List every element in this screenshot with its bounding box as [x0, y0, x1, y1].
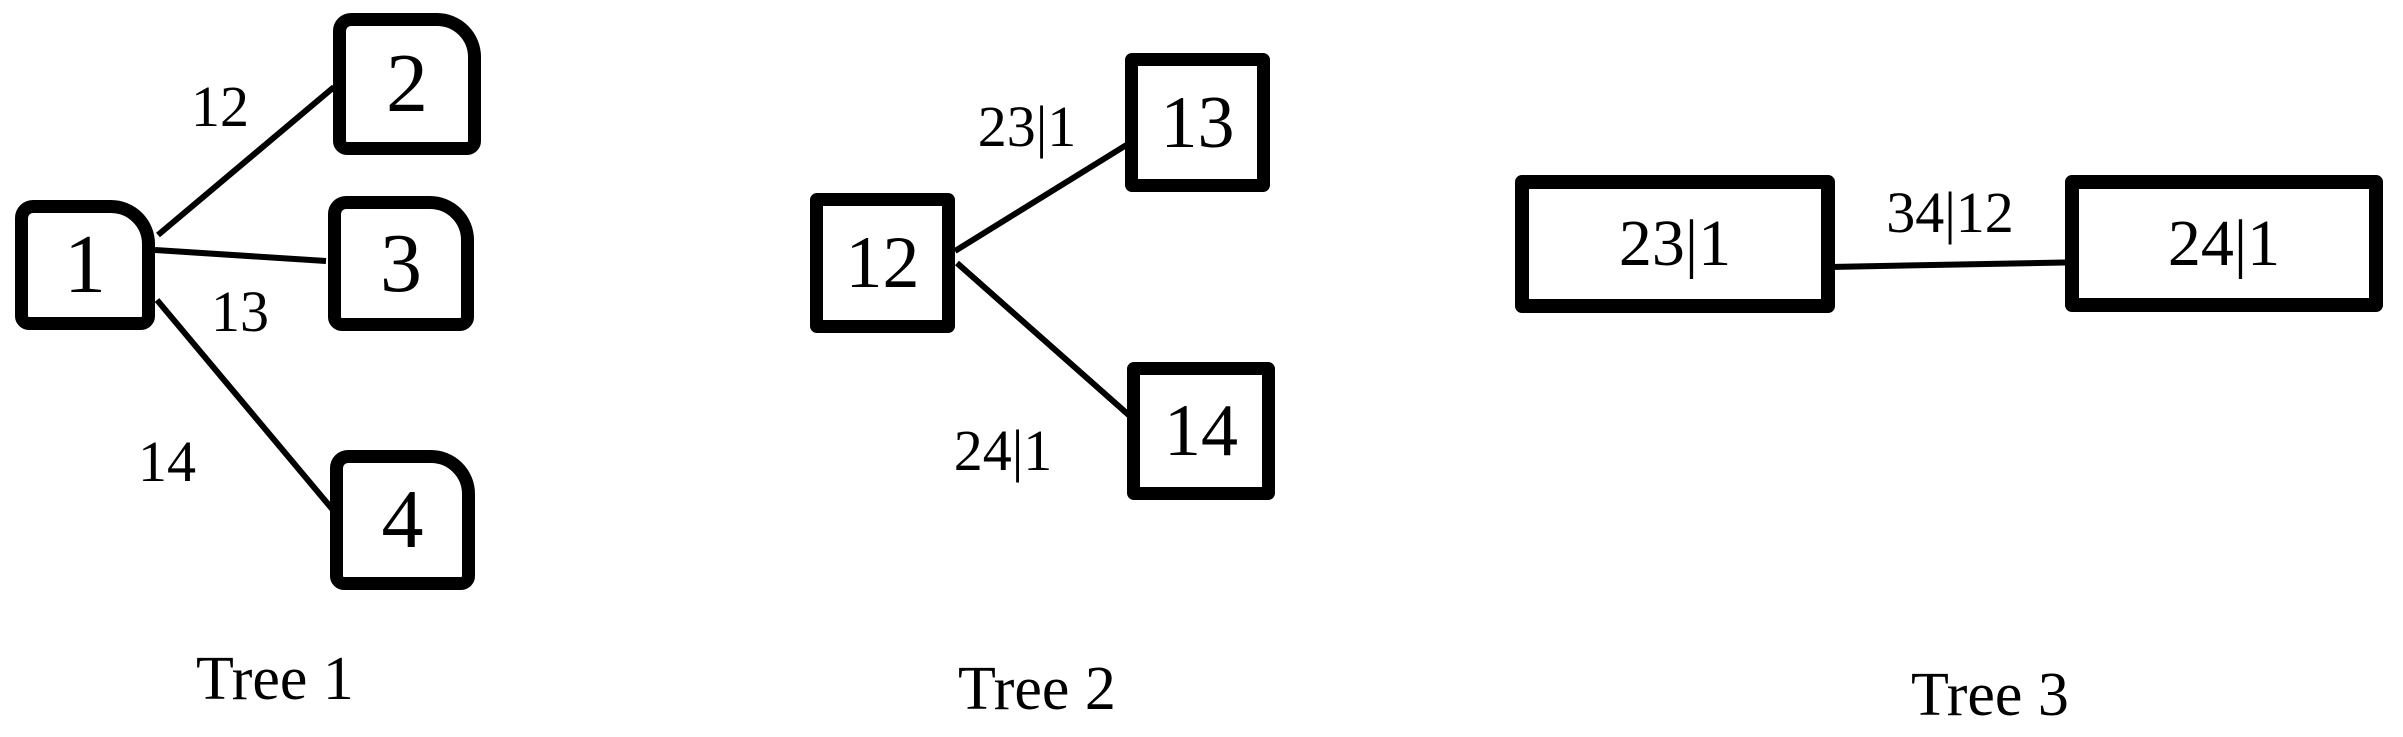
tree1-edge-1-3-label: 13: [211, 279, 269, 344]
tree1-edge-1-4-label: 14: [138, 429, 196, 494]
tree3-caption: Tree 3: [1911, 661, 2069, 729]
tree1-node-1: 1: [15, 200, 155, 330]
tree1-node-4: 4: [330, 450, 475, 590]
tree2-edge-12-14-line: [955, 260, 1133, 420]
tree2-edge-12-13-label: 23|1: [977, 94, 1077, 159]
tree1-node-3: 3: [328, 196, 474, 331]
tree1-edge-1-4-line: [154, 298, 336, 512]
tree1-node-2: 2: [333, 13, 481, 155]
tree1-node-4-label: 4: [381, 473, 424, 566]
tree2-node-12-label: 12: [845, 222, 920, 304]
tree1-node-3-label: 3: [380, 216, 422, 310]
tree2-caption: Tree 2: [958, 655, 1116, 723]
tree2-node-12: 12: [810, 193, 955, 333]
tree3-node-23-1: 23|1: [1515, 175, 1835, 313]
tree2-node-14: 14: [1127, 362, 1275, 500]
tree1-node-2-label: 2: [386, 37, 428, 130]
tree2-node-14-label: 14: [1164, 390, 1238, 472]
tree1-edge-1-3-line: [154, 247, 327, 264]
tree1-edge-1-2-line: [156, 84, 336, 238]
tree3-node-24-1-label: 24|1: [2167, 206, 2281, 280]
tree2-node-13-label: 13: [1160, 81, 1235, 164]
tree2-edge-12-14-label: 24|1: [953, 418, 1053, 483]
tree3-node-24-1: 24|1: [2065, 175, 2383, 312]
tree2-node-13: 13: [1125, 53, 1270, 192]
tree3-edge-label: 34|12: [1886, 180, 2014, 245]
tree3-node-23-1-label: 23|1: [1618, 207, 1732, 280]
tree2-edge-12-13-line: [953, 141, 1130, 254]
tree3-edge-line: [1829, 259, 2091, 270]
tree1-caption: Tree 1: [196, 645, 354, 713]
tree1-edge-1-2-label: 12: [191, 74, 249, 139]
tree1-node-1-label: 1: [64, 218, 106, 311]
